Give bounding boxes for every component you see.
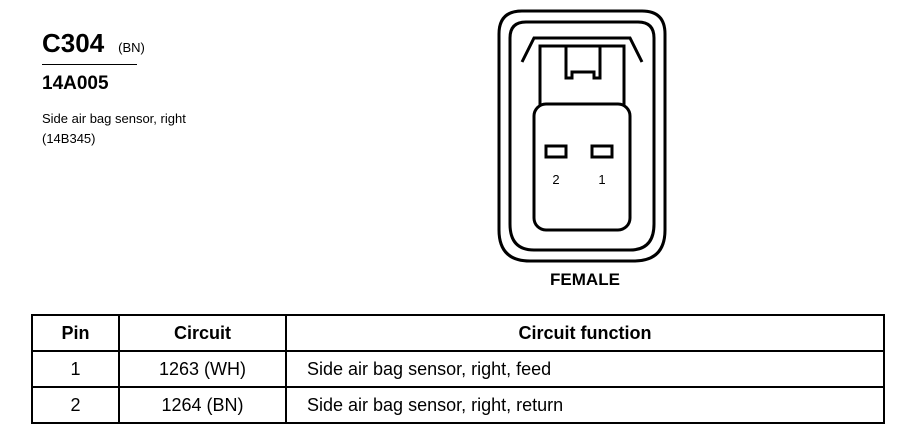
connector-inner-housing	[508, 20, 656, 252]
pin-label-1: 1	[598, 172, 605, 187]
connector-face-diagram: 2 1	[497, 9, 667, 263]
table-header-row: Pin Circuit Circuit function	[31, 314, 885, 352]
pin-label-2: 2	[552, 172, 559, 187]
circuit-function-cell: Side air bag sensor, right, return	[285, 386, 885, 424]
title-underline	[42, 64, 137, 65]
latch-tab	[538, 44, 626, 108]
circuit-cell: 1263 (WH)	[118, 350, 287, 388]
pin-cavity-1	[590, 144, 614, 159]
terminal-insert	[532, 102, 632, 232]
pinout-table: Pin Circuit Circuit function 1 1263 (WH)…	[31, 314, 885, 424]
pin-cell: 1	[31, 350, 120, 388]
part-number: 14A005	[42, 73, 109, 94]
circuit-function-cell: Side air bag sensor, right, feed	[285, 350, 885, 388]
connector-id: C304	[42, 28, 105, 58]
pin-cavity-2	[544, 144, 568, 159]
connector-header: C304 (BN) 14A005 Side air bag sensor, ri…	[42, 28, 242, 149]
connector-title-row: C304 (BN)	[42, 28, 242, 59]
latch-slot	[564, 46, 602, 80]
view-label: FEMALE	[550, 270, 620, 289]
table-row: 2 1264 (BN) Side air bag sensor, right, …	[31, 386, 885, 424]
header-circuit-function: Circuit function	[285, 314, 885, 352]
table-row: 1 1263 (WH) Side air bag sensor, right, …	[31, 350, 885, 388]
header-pin: Pin	[31, 314, 120, 352]
latch-bracket	[520, 36, 644, 63]
pin-cell: 2	[31, 386, 120, 424]
circuit-cell: 1264 (BN)	[118, 386, 287, 424]
header-circuit: Circuit	[118, 314, 287, 352]
connector-color-code: (BN)	[118, 40, 145, 55]
connector-description: Side air bag sensor, right (14B345)	[42, 111, 186, 146]
